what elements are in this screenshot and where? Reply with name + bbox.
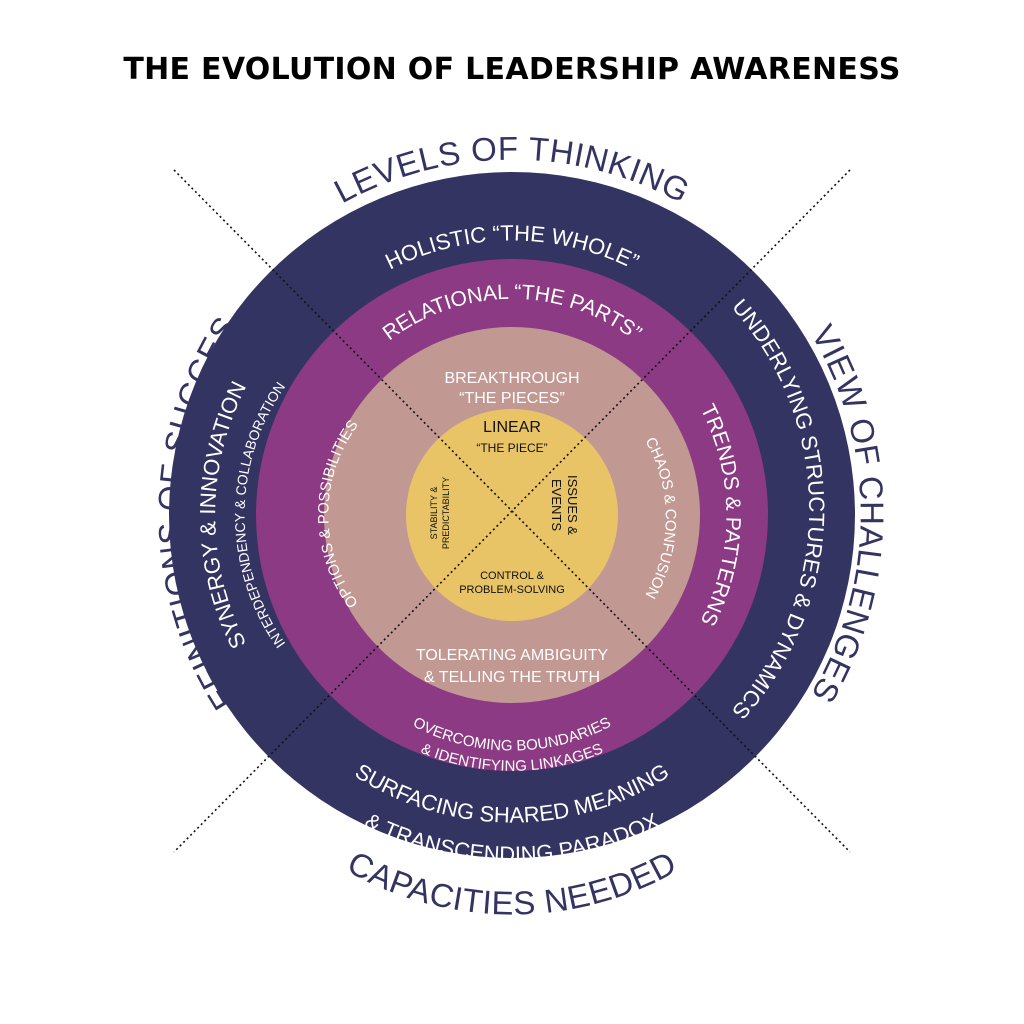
divider-line-ascending [173,169,851,853]
linear-left-label-line2: PREDICTABILITY [441,477,451,549]
linear-core [406,409,618,621]
linear-left-label: STABILITY & PREDICTABILITY [429,477,451,549]
linear-right-label: ISSUES & EVENTS [549,475,580,535]
page-title: THE EVOLUTION OF LEADERSHIP AWARENESS [123,52,901,87]
breakthrough-top-label-line2: “THE PIECES” [459,390,565,407]
linear-right-label-line1: ISSUES & [565,475,580,535]
breakthrough-top-label-line1: BREAKTHROUGH [444,370,579,387]
breakthrough-bottom-label-line1: TOLERATING AMBIGUITY [416,647,609,664]
linear-top-label-line1: LINEAR [483,419,541,436]
linear-bottom-label-line2: PROBLEM-SOLVING [459,584,565,596]
linear-left-label-line1: STABILITY & [429,487,439,540]
linear-bottom-label-line1: CONTROL & [480,570,544,582]
linear-right-label-line2: EVENTS [549,479,564,531]
linear-top-label-line2: “THE PIECE” [476,441,547,455]
breakthrough-bottom-label-line2: & TELLING THE TRUTH [424,669,600,686]
